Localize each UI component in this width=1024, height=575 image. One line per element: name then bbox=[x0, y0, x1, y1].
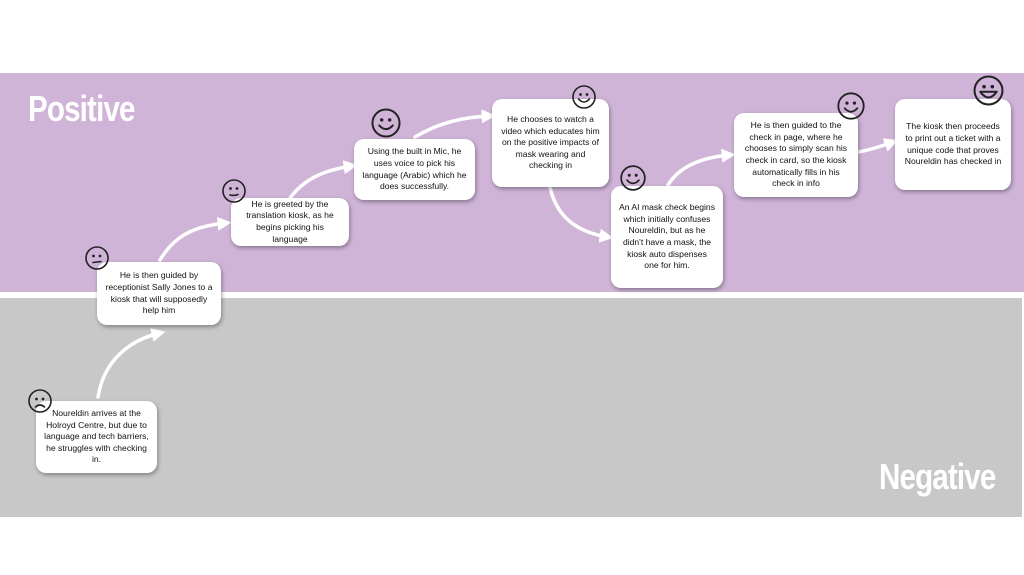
step-3-text: He is greeted by the translation kiosk, … bbox=[246, 198, 334, 244]
neutral-face-icon bbox=[84, 245, 110, 271]
positive-label: Positive bbox=[28, 88, 135, 129]
happy-face-icon bbox=[619, 164, 647, 192]
step-2-card: He is then guided by receptionist Sally … bbox=[97, 262, 221, 325]
step-7-text: He is then guided to the check in page, … bbox=[744, 120, 848, 189]
step-6-text: An AI mask check begins which initially … bbox=[619, 202, 716, 271]
happy-face-icon bbox=[370, 107, 402, 139]
step-2-text: He is then guided by receptionist Sally … bbox=[105, 270, 213, 316]
step-6-card: An AI mask check begins which initially … bbox=[611, 186, 723, 288]
step-3-card: He is greeted by the translation kiosk, … bbox=[231, 198, 349, 246]
negative-label: Negative bbox=[879, 456, 996, 497]
very-happy-face-icon bbox=[972, 74, 1005, 107]
step-1-card: Noureldin arrives at the Holroyd Centre,… bbox=[36, 401, 157, 473]
step-4-card: Using the built in Mic, he uses voice to… bbox=[354, 139, 475, 200]
step-8-card: The kiosk then proceeds to print out a t… bbox=[895, 99, 1011, 190]
step-8-text: The kiosk then proceeds to print out a t… bbox=[904, 121, 1002, 167]
step-4-text: Using the built in Mic, he uses voice to… bbox=[362, 146, 467, 192]
step-5-card: He chooses to watch a video which educat… bbox=[492, 99, 609, 187]
step-1-text: Noureldin arrives at the Holroyd Centre,… bbox=[44, 408, 149, 465]
happy-face-icon bbox=[571, 84, 597, 110]
sad-face-icon bbox=[27, 388, 53, 414]
step-7-card: He is then guided to the check in page, … bbox=[734, 113, 858, 197]
happy-face-icon bbox=[836, 91, 866, 121]
step-5-text: He chooses to watch a video which educat… bbox=[501, 114, 600, 171]
neutral-face-icon bbox=[221, 178, 247, 204]
negative-band bbox=[0, 298, 1022, 517]
